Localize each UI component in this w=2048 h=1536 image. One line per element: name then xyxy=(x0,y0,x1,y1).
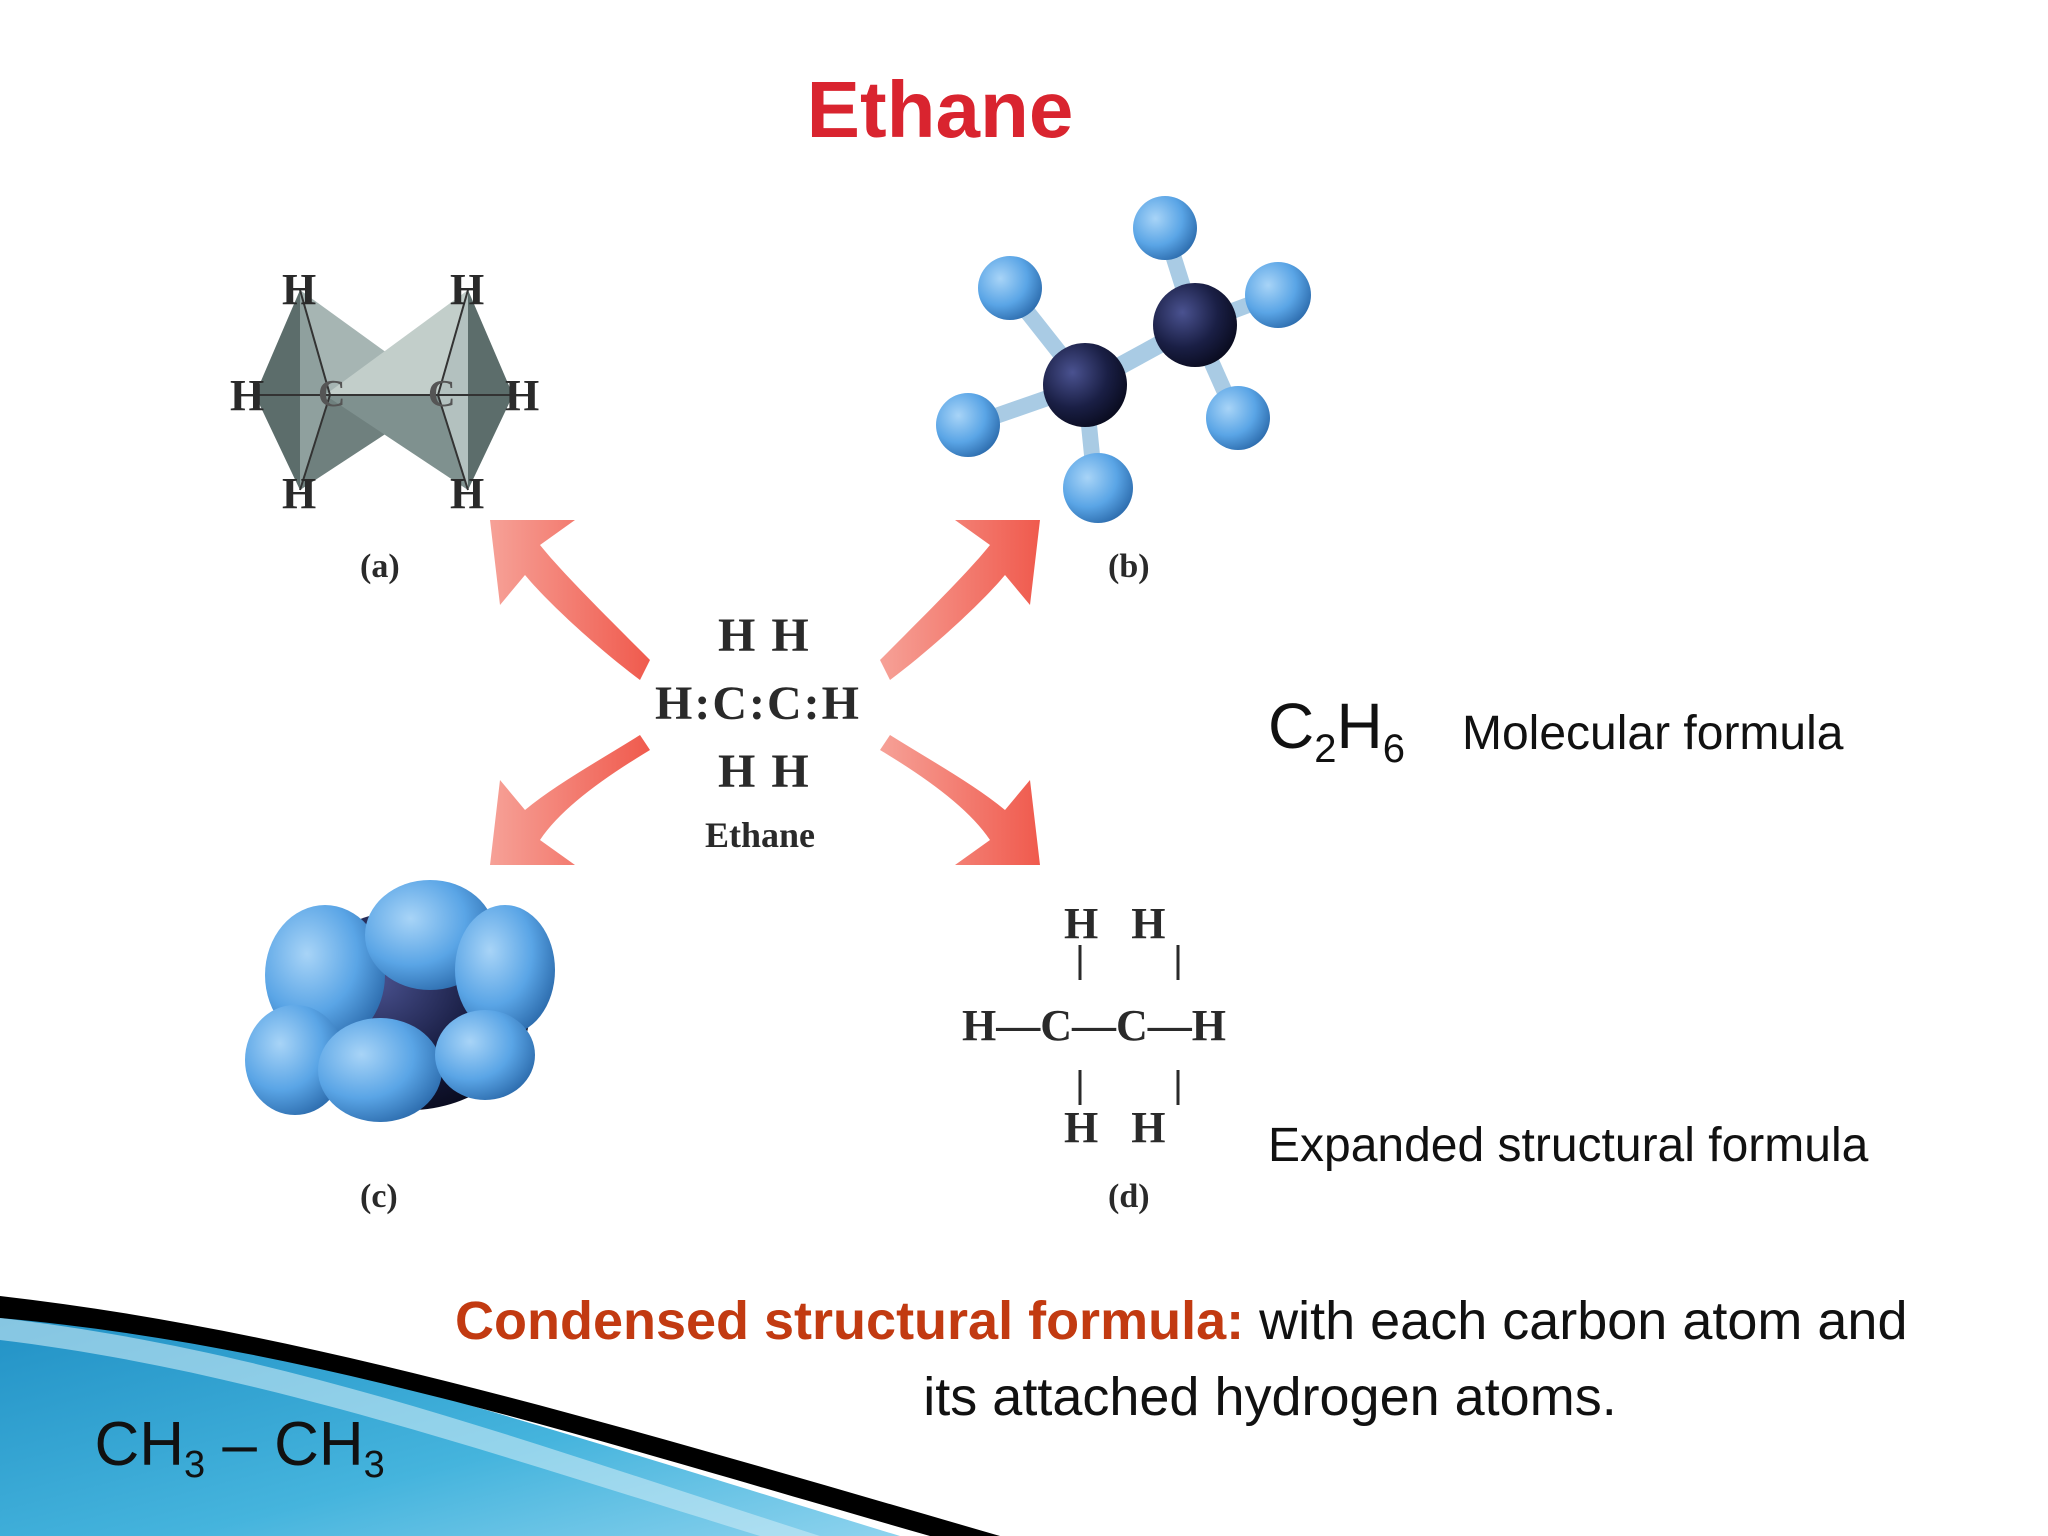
space-filling-model xyxy=(245,880,555,1122)
figure-label-a: (a) xyxy=(360,548,400,585)
page-title: Ethane xyxy=(806,65,1074,154)
figure-label-d: (d) xyxy=(1108,1178,1150,1215)
tetrahedral-model xyxy=(255,289,513,491)
condensed-dash: – xyxy=(205,1410,275,1479)
lewis-middle-row: H:C:C:H xyxy=(655,677,861,730)
condensed-line-2: its attached hydrogen atoms. xyxy=(923,1366,1617,1427)
expanded-top-row: H H xyxy=(1064,899,1166,948)
lewis-bottom-row: H H xyxy=(718,745,811,798)
atom-h-label: H xyxy=(450,469,485,518)
lewis-top-row: H H xyxy=(718,609,811,662)
condensed-formula: CH3 – CH3 xyxy=(60,1338,385,1487)
condensed-ch2: CH xyxy=(274,1410,364,1479)
atom-h-label: H xyxy=(282,469,317,518)
expanded-bottom-row: H H xyxy=(1064,1103,1166,1152)
ball-and-stick-model xyxy=(936,196,1311,523)
condensed-ch2-sub: 3 xyxy=(363,1444,385,1486)
arrow-to-b xyxy=(880,520,1040,680)
atom-h-label: H xyxy=(505,371,540,420)
expanded-formula-label: Expanded structural formula xyxy=(1268,1119,1869,1172)
molecular-formula: C2H6 xyxy=(1268,694,1405,769)
molecular-formula-h: H xyxy=(1336,690,1383,762)
atom-c-label: C xyxy=(428,373,456,415)
molecular-formula-label: Molecular formula xyxy=(1462,707,1844,760)
arrow-to-a xyxy=(490,520,650,680)
atom-h-label: H xyxy=(450,265,485,314)
figure-label-c: (c) xyxy=(360,1178,398,1215)
condensed-description: Condensed structural formula: with each … xyxy=(455,1284,2025,1435)
expanded-formula-bonds xyxy=(1078,945,1180,1105)
lewis-caption: Ethane xyxy=(705,815,816,855)
condensed-ch3-sub: 3 xyxy=(184,1444,206,1486)
condensed-label: Condensed structural formula: xyxy=(455,1291,1245,1351)
figure-label-b: (b) xyxy=(1108,548,1150,585)
atom-h-label: H xyxy=(230,371,265,420)
atom-c-label: C xyxy=(318,373,346,415)
molecular-formula-c-sub: 2 xyxy=(1314,727,1337,771)
arrow-to-c xyxy=(490,735,650,865)
molecular-formula-c: C xyxy=(1268,690,1315,762)
condensed-ch3: CH xyxy=(94,1410,185,1479)
condensed-text-1: with each carbon atom and xyxy=(1244,1291,1908,1351)
condensed-line-1: Condensed structural formula: with each … xyxy=(455,1284,2025,1360)
molecular-formula-h-sub: 6 xyxy=(1382,727,1405,771)
arrow-to-d xyxy=(880,735,1040,865)
atom-h-label: H xyxy=(282,265,317,314)
expanded-middle-row: H—C—C—H xyxy=(962,1001,1226,1050)
